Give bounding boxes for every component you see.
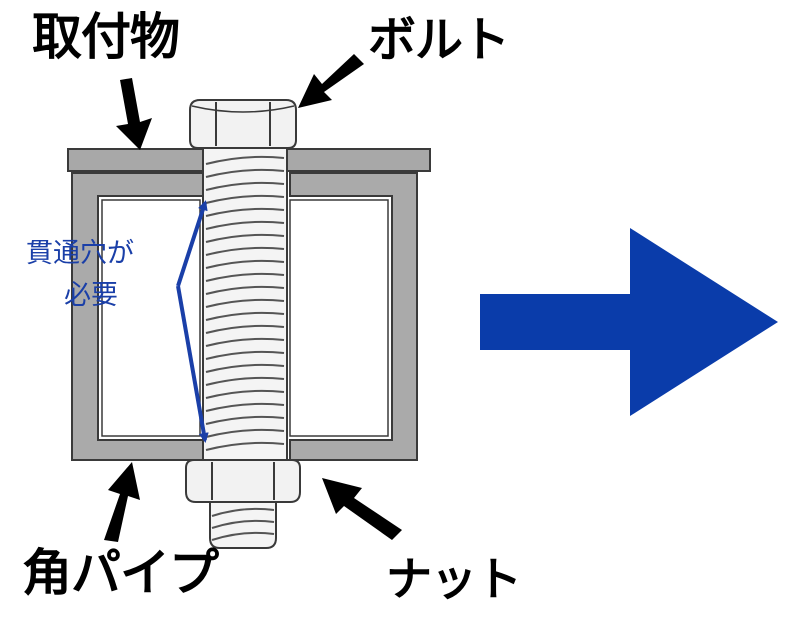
thread-line (205, 415, 285, 425)
thread-line (205, 194, 285, 204)
square-pipe (71, 172, 418, 461)
thread-line (205, 233, 285, 243)
through-hole-indicator (176, 200, 209, 443)
thread-line (211, 507, 275, 517)
thread-line (211, 519, 275, 529)
attachment-pointer-arrow (116, 78, 152, 150)
thread-line (205, 220, 285, 230)
pipe-pointer-arrow (104, 462, 140, 542)
thread-line (205, 441, 285, 451)
thread-line (205, 337, 285, 347)
bolt-shank (202, 147, 288, 461)
thread-line (205, 207, 285, 217)
thread-line (205, 363, 285, 373)
thread-line (205, 272, 285, 282)
bolt-label: ボルト (368, 12, 510, 68)
thread-line (205, 298, 285, 308)
right-arrow-icon (480, 228, 778, 416)
thread-line (211, 531, 275, 541)
bolt-head (189, 99, 297, 149)
thread-line (205, 259, 285, 269)
nut (185, 459, 301, 503)
thread-line (205, 311, 285, 321)
nut-label: ナット (386, 552, 522, 606)
through-hole-note-line1: 貫通穴が (26, 238, 134, 269)
through-hole-note-line2: 必要 (64, 280, 118, 311)
bolt-pointer-arrow (298, 54, 364, 108)
pipe-top-right (289, 172, 418, 461)
thread-line (205, 324, 285, 334)
thread-line (205, 181, 285, 191)
thread-line (205, 376, 285, 386)
thread-line (205, 402, 285, 412)
bolt-tail (209, 501, 277, 549)
square-pipe-label: 角パイプ (22, 544, 219, 602)
pointer-arrows (104, 54, 402, 542)
thread-line (205, 155, 285, 165)
thread-line (205, 246, 285, 256)
thread-line (205, 428, 285, 438)
thread-line (205, 389, 285, 399)
thread-line (205, 350, 285, 360)
thread-line (205, 285, 285, 295)
attachment-label: 取付物 (32, 8, 180, 66)
thread-line (205, 168, 285, 178)
nut-pointer-arrow (322, 478, 402, 540)
